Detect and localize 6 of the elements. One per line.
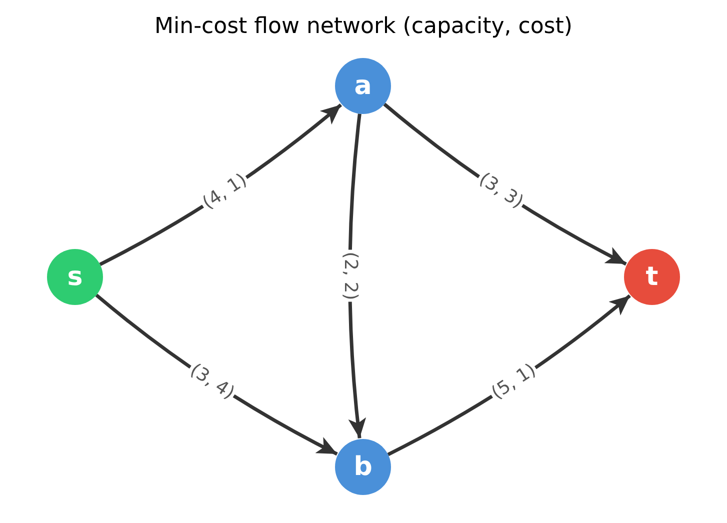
node-label: t — [646, 264, 658, 290]
node-label: s — [67, 264, 83, 290]
diagram-title: Min-cost flow network (capacity, cost) — [154, 13, 572, 41]
node-label: a — [354, 73, 372, 99]
edge-label: (2, 2) — [340, 250, 360, 302]
node-label: b — [354, 454, 372, 480]
